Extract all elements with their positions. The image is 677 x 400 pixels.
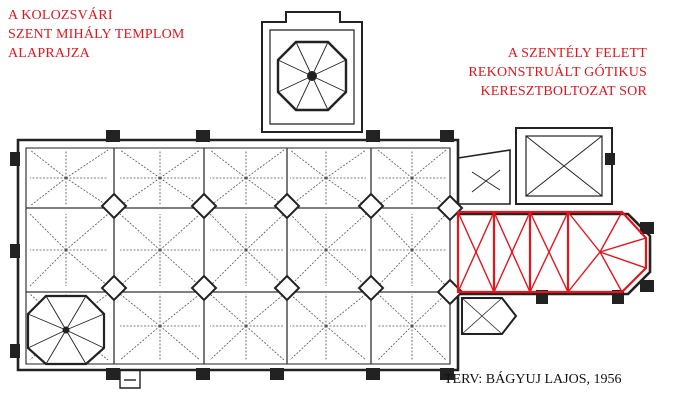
buttresses: [10, 130, 654, 380]
title-line: SZENT MIHÁLY TEMPLOM: [8, 27, 185, 42]
choir-reconstructed-vaults: [456, 210, 648, 294]
design-credit: TERV: BÁGYUJ LAJOS, 1956: [444, 372, 622, 387]
annotation-line: REKONSTRUÁLT GÓTIKUS: [468, 65, 647, 80]
west-entrance: [119, 370, 141, 389]
piers: [100, 192, 464, 306]
outer-walls: [16, 138, 652, 372]
south-east-chapel: [461, 297, 518, 335]
choir-annotation: A SZENTÉLY FELETT REKONSTRUÁLT GÓTIKUS K…: [468, 44, 647, 101]
title-line: A KOLOZSVÁRI: [8, 8, 113, 23]
north-tower: [261, 11, 363, 133]
annotation-line: A SZENTÉLY FELETT: [507, 46, 647, 61]
title-line: ALAPRAJZA: [8, 46, 90, 61]
sacristy: [457, 127, 615, 205]
south-west-chapel: [26, 294, 106, 366]
nave-vault-ribs: [29, 149, 447, 361]
plan-title: A KOLOZSVÁRI SZENT MIHÁLY TEMPLOM ALAPRA…: [8, 6, 185, 63]
annotation-line: KERESZTBOLTOZAT SOR: [480, 84, 647, 99]
